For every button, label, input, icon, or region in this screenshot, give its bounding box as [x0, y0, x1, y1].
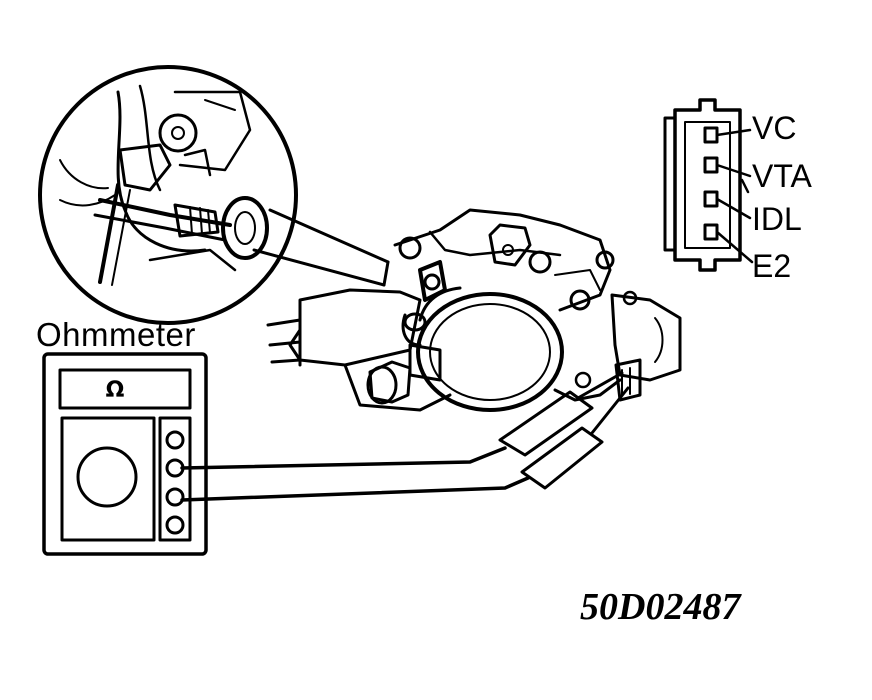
pin-label-vc: VC	[752, 110, 797, 146]
test-leads	[180, 371, 630, 502]
pin-label-idl: IDL	[752, 201, 802, 237]
pin-label-e2: E2	[752, 248, 792, 284]
pin-label-vta: VTA	[752, 158, 812, 194]
ohmmeter-label: Ohmmeter	[36, 316, 196, 353]
figure-code: 50D02487	[580, 586, 741, 628]
meter-jack	[165, 430, 185, 450]
connector-terminals	[703, 126, 719, 241]
ohmmeter-body	[42, 352, 208, 556]
detail-magnifier	[38, 65, 390, 325]
throttle-body	[266, 208, 682, 412]
tps-connector	[663, 98, 754, 272]
meter-jack	[165, 515, 185, 535]
ohm-symbol-icon: Ω	[105, 378, 125, 403]
meter-jack	[165, 487, 185, 507]
meter-jack	[165, 458, 185, 478]
meter-jacks	[165, 430, 185, 535]
